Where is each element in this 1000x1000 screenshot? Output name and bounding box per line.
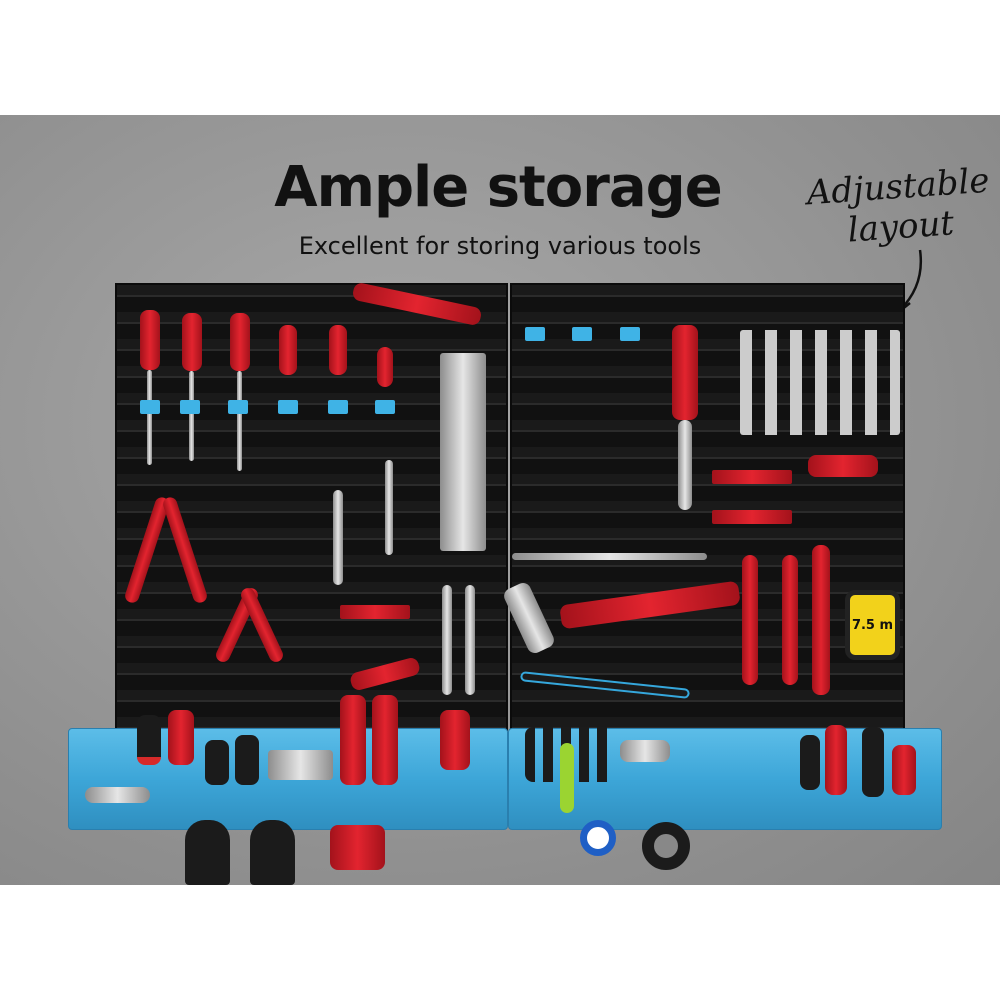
spark-plug-wrench: [85, 787, 150, 803]
tape-label: 7.5 m: [851, 617, 894, 633]
screwdriver-handle: [800, 735, 820, 790]
bit-holder: [340, 605, 410, 619]
pliers: [440, 710, 470, 770]
peg-clip: [375, 400, 395, 414]
peg-clip: [525, 327, 545, 341]
peg-clip: [572, 327, 592, 341]
electrical-tape: [642, 822, 690, 870]
screwdriver-handle: [340, 695, 366, 785]
peg-clip: [620, 327, 640, 341]
screwdriver-shaft: [189, 371, 194, 461]
screwdriver-handle: [825, 725, 847, 795]
peg-clip: [140, 400, 160, 414]
t-bar-handle: [512, 553, 707, 560]
ratchet-head: [678, 420, 692, 510]
screwdriver: [279, 325, 297, 375]
hammer-head: [620, 740, 670, 762]
bit-holder: [712, 510, 792, 524]
subheadline: Excellent for storing various tools: [298, 232, 702, 260]
screwdriver: [782, 555, 798, 685]
spirit-level: [440, 353, 486, 551]
peg-clip: [228, 400, 248, 414]
wrench-set: [740, 330, 900, 435]
ratchet: [672, 325, 698, 420]
screwdriver: [329, 325, 347, 375]
screwdriver-handle: [862, 727, 884, 797]
screwdriver: [140, 310, 160, 370]
screwdriver: [182, 313, 202, 371]
peg-clip: [180, 400, 200, 414]
spring-clamp: [185, 820, 230, 885]
screwdriver: [377, 347, 393, 387]
ptfe-tape: [580, 820, 616, 856]
screwdriver-handle: [205, 740, 229, 785]
screwdriver-shaft: [147, 370, 152, 465]
wrench: [442, 585, 452, 695]
screwdriver-shaft: [237, 371, 242, 471]
screwdriver-handle: [235, 735, 259, 785]
sockets: [268, 750, 333, 780]
screwdriver-handle: [137, 715, 161, 765]
screwdriver-handle: [892, 745, 916, 795]
tape-measure: 7.5 m: [845, 590, 900, 660]
hex-key-handle: [330, 825, 385, 870]
screwdriver-handle: [168, 710, 194, 765]
screwdriver-handle: [560, 743, 574, 813]
product-photo: Adjustable layout 7.5 m: [0, 115, 1000, 885]
screwdriver-handle: [372, 695, 398, 785]
screwdriver: [812, 545, 830, 695]
wrench: [465, 585, 475, 695]
screwdriver: [230, 313, 250, 371]
hex-key-handle: [808, 455, 878, 477]
screwdriver: [742, 555, 758, 685]
bit-holder: [712, 470, 792, 484]
socket-tool: [333, 490, 343, 585]
box-wrench: [385, 460, 393, 555]
peg-clip: [278, 400, 298, 414]
peg-clip: [328, 400, 348, 414]
headline: Ample storage: [274, 155, 723, 220]
spring-clamp: [250, 820, 295, 885]
